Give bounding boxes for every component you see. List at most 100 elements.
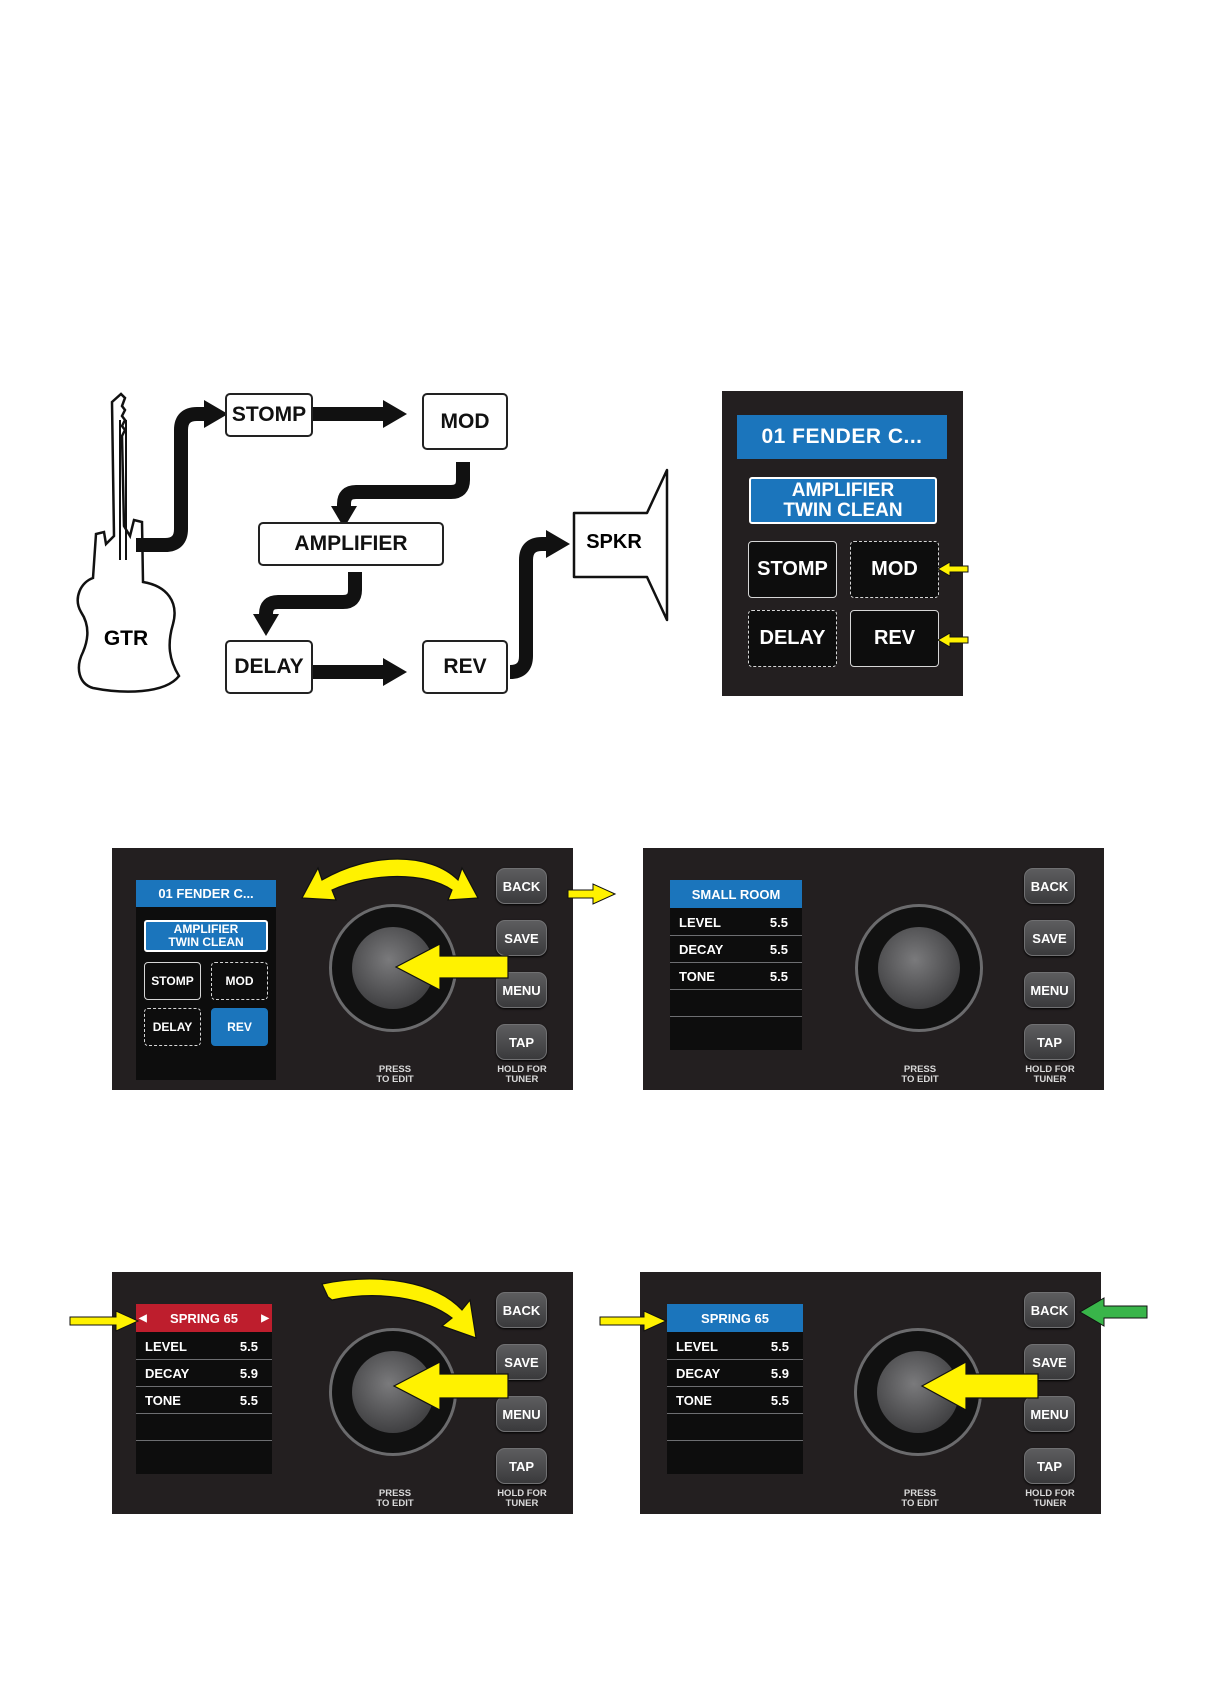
panel3-screen: ◀ SPRING 65 ▶ LEVEL 5.5 DECAY 5.9 TONE 5.5: [136, 1304, 272, 1474]
delay-slot[interactable]: DELAY: [748, 610, 837, 667]
param-row-level[interactable]: LEVEL 5.5: [136, 1333, 272, 1360]
amplifier-slot[interactable]: AMPLIFIER TWIN CLEAN: [749, 477, 937, 524]
preset-name-header[interactable]: 01 FENDER C...: [737, 415, 947, 459]
stomp-slot[interactable]: STOMP: [748, 541, 837, 598]
save-button[interactable]: SAVE: [496, 920, 547, 956]
back-button[interactable]: BACK: [496, 1292, 547, 1328]
back-button-pointer-icon: [1079, 1297, 1148, 1327]
param-name: TONE: [145, 1392, 181, 1408]
flow-block-stomp: STOMP: [225, 393, 313, 437]
rev-slot[interactable]: REV: [211, 1008, 268, 1046]
param-row-decay[interactable]: DECAY 5.9: [136, 1360, 272, 1387]
param-value: 5.9: [239, 1365, 258, 1381]
param-row-empty: [667, 1414, 803, 1441]
caption-line: TUNER: [1033, 1497, 1067, 1509]
preset-name-header[interactable]: 01 FENDER C...: [136, 880, 276, 907]
caption-line: TUNER: [1033, 1073, 1067, 1085]
tap-button[interactable]: TAP: [496, 1024, 547, 1060]
caption-line: HOLD FOR: [497, 1488, 547, 1499]
caption-line: TO EDIT: [901, 1497, 939, 1509]
press-knob-arrow-icon: [394, 943, 509, 991]
tap-button[interactable]: TAP: [496, 1448, 547, 1484]
param-row-level[interactable]: LEVEL 5.5: [667, 1333, 803, 1360]
menu-button[interactable]: MENU: [496, 1396, 547, 1432]
tap-button[interactable]: TAP: [1024, 1448, 1075, 1484]
press-knob-arrow-icon: [920, 1360, 1039, 1412]
panel1-screen: 01 FENDER C... AMPLIFIER TWIN CLEAN STOM…: [136, 880, 276, 1080]
guitar-label: GTR: [103, 627, 149, 650]
amplifier-model: TWIN CLEAN: [168, 935, 244, 949]
param-name: DECAY: [145, 1365, 190, 1381]
pointer-arrow-header: [567, 883, 617, 905]
speaker-icon: [572, 468, 669, 622]
param-value: 5.5: [239, 1338, 258, 1354]
mod-slot[interactable]: MOD: [850, 541, 939, 598]
param-value: 5.5: [239, 1392, 258, 1408]
param-name: TONE: [679, 968, 715, 984]
amplifier-label: AMPLIFIER: [173, 922, 239, 937]
next-type-arrow-icon[interactable]: ▶: [261, 1312, 269, 1324]
param-value: 5.5: [770, 1338, 789, 1354]
previous-type-arrow-icon[interactable]: ◀: [139, 1312, 147, 1324]
guitar-icon: [76, 392, 181, 693]
amplifier-label: AMPLIFIER: [791, 479, 895, 501]
caption-line: TO EDIT: [376, 1073, 414, 1085]
back-button[interactable]: BACK: [496, 868, 547, 904]
rotate-clockwise-arrow-icon: [321, 1278, 477, 1339]
param-value: 5.5: [769, 941, 788, 957]
param-name: LEVEL: [679, 914, 721, 930]
amplifier-slot[interactable]: AMPLIFIER TWIN CLEAN: [144, 920, 268, 952]
flow-arrows: [76, 392, 669, 693]
param-value: 5.5: [770, 1392, 789, 1408]
encoder-knob-cap: [878, 927, 960, 1009]
stomp-slot[interactable]: STOMP: [144, 962, 201, 1000]
caption-line: TUNER: [505, 1073, 539, 1085]
param-name: LEVEL: [145, 1338, 187, 1354]
encoder-knob[interactable]: [855, 904, 983, 1032]
large-display: 01 FENDER C... AMPLIFIER TWIN CLEAN STOM…: [722, 391, 963, 696]
delay-slot[interactable]: DELAY: [144, 1008, 201, 1046]
back-button[interactable]: BACK: [1024, 1292, 1075, 1328]
param-row-tone[interactable]: TONE 5.5: [667, 1387, 803, 1414]
back-button[interactable]: BACK: [1024, 868, 1075, 904]
param-row-empty: [136, 1414, 272, 1441]
pointer-arrow-header: [599, 1310, 668, 1332]
press-knob-arrow-icon: [392, 1361, 509, 1411]
mod-slot[interactable]: MOD: [211, 962, 268, 1000]
flow-block-delay: DELAY: [225, 640, 313, 694]
param-name: LEVEL: [676, 1338, 718, 1354]
param-name: TONE: [676, 1392, 712, 1408]
menu-button[interactable]: MENU: [1024, 1396, 1075, 1432]
effect-name-header[interactable]: SMALL ROOM: [670, 880, 802, 908]
rotate-both-ways-arrow-icon: [301, 858, 479, 901]
flow-block-amplifier: AMPLIFIER: [258, 522, 444, 566]
flow-block-mod: MOD: [422, 393, 508, 450]
param-row-tone[interactable]: TONE 5.5: [136, 1387, 272, 1414]
param-row-empty: [670, 990, 802, 1017]
tap-button[interactable]: TAP: [1024, 1024, 1075, 1060]
caption-line: TUNER: [505, 1497, 539, 1509]
menu-button[interactable]: MENU: [1024, 972, 1075, 1008]
effect-type-header[interactable]: ◀ SPRING 65 ▶: [136, 1304, 272, 1332]
caption-line: PRESS: [903, 1064, 937, 1075]
effect-name-header[interactable]: SPRING 65: [667, 1304, 803, 1332]
caption-line: HOLD FOR: [1025, 1064, 1075, 1075]
save-button[interactable]: SAVE: [1024, 920, 1075, 956]
rev-slot[interactable]: REV: [850, 610, 939, 667]
